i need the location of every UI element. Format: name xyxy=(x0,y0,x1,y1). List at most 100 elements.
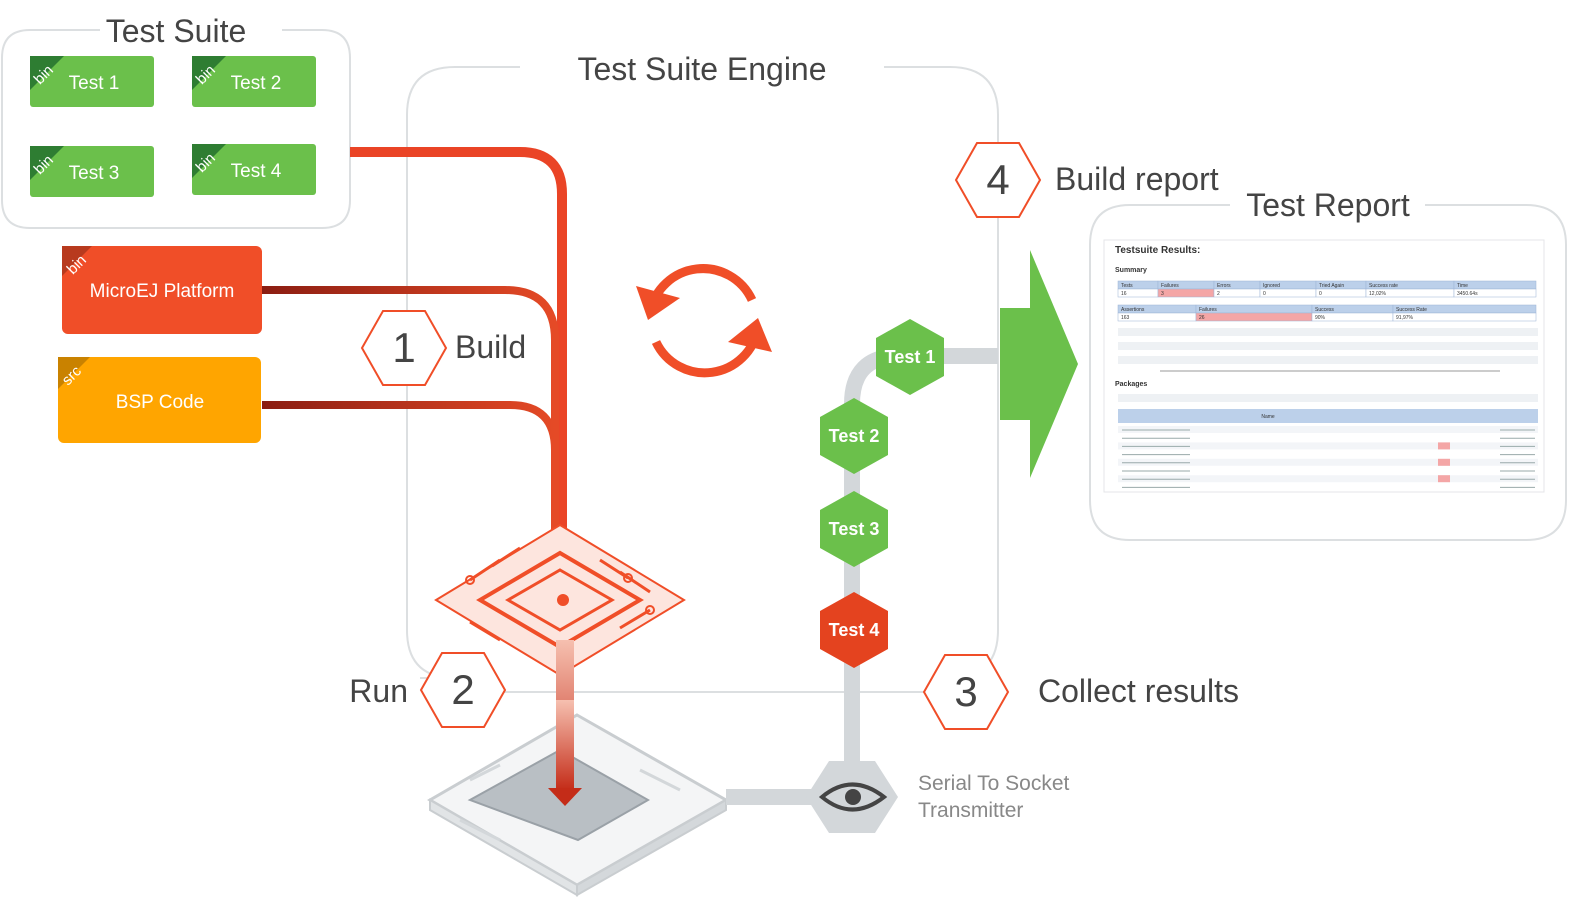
report-title: Test Report xyxy=(1246,187,1410,223)
result-hex: Test 1 xyxy=(876,319,944,395)
report-cell-text: 91,97% xyxy=(1396,315,1414,321)
tag-ribbon xyxy=(30,146,64,180)
step-build: 1 Build xyxy=(360,310,526,386)
step-collect-label: Collect results xyxy=(1038,673,1239,709)
report-cell-text: 90% xyxy=(1315,315,1326,321)
step-collect-number: 3 xyxy=(954,668,977,715)
report-cell xyxy=(1157,288,1215,298)
result-hex-shape xyxy=(820,398,888,474)
report-cell-text: Success xyxy=(1315,307,1334,313)
result-hex: Test 2 xyxy=(820,398,888,474)
report-cell xyxy=(1315,288,1367,298)
tag-ribbon xyxy=(192,56,226,90)
package-row xyxy=(1118,450,1538,458)
report-cell-text: 0 xyxy=(1263,291,1266,297)
report-packages-header: Name xyxy=(1261,414,1275,420)
transmitter-line2: Transmitter xyxy=(918,799,1023,822)
report-cell xyxy=(1259,288,1317,298)
eye-icon xyxy=(818,782,888,812)
report-cell-text: Errors xyxy=(1217,283,1231,289)
report-frame xyxy=(1089,204,1567,541)
report-cell-text: Tests xyxy=(1121,283,1133,289)
test-tile-bg xyxy=(30,146,154,197)
refresh-cycle-icon xyxy=(636,264,772,378)
report-cell-text: 12,02% xyxy=(1369,291,1387,297)
package-row xyxy=(1118,434,1538,442)
report-cell xyxy=(1392,312,1537,322)
report-cell-text: 26 xyxy=(1199,315,1205,321)
test-tile-label: Test 4 xyxy=(231,161,282,182)
step-run-label: Run xyxy=(349,673,408,709)
microej-platform-tile: bin MicroEJ Platform xyxy=(62,246,262,334)
package-rows xyxy=(1118,426,1538,491)
report-packages-label: Packages xyxy=(1115,381,1147,388)
report-summary-label: Summary xyxy=(1115,267,1147,274)
report-cell xyxy=(1213,288,1261,298)
platform-label: MicroEJ Platform xyxy=(90,281,235,302)
result-hex: Test 3 xyxy=(820,491,888,567)
result-hex-shape xyxy=(820,592,888,668)
test-tile-label: Test 1 xyxy=(69,73,120,94)
transmitter-line1: Serial To Socket xyxy=(918,772,1070,795)
report-cell-text: Success Rate xyxy=(1396,307,1427,313)
package-row xyxy=(1118,442,1538,450)
package-row-failure xyxy=(1438,475,1450,483)
step-report-number: 4 xyxy=(986,156,1009,203)
test-tile-bg xyxy=(192,56,316,107)
test-tile-label: Test 3 xyxy=(69,163,120,184)
assert-value-row: 163 26 90% 91,97% xyxy=(1117,312,1537,322)
result-hex-label: Test 1 xyxy=(885,347,936,367)
result-hex-label: Test 3 xyxy=(829,519,880,539)
input-lines xyxy=(262,147,567,530)
step-report: 4 Build report xyxy=(954,142,1219,218)
report-arrow xyxy=(1000,250,1078,478)
target-board-icon xyxy=(427,700,730,897)
transmitter-node: Serial To Socket Transmitter xyxy=(806,761,1070,833)
report-cell-text: Time xyxy=(1457,283,1468,289)
engine-title: Test Suite Engine xyxy=(577,51,826,87)
chip-icon xyxy=(434,523,686,677)
package-row-failure xyxy=(1438,458,1450,466)
result-hex-shape xyxy=(876,319,944,395)
test-tile-bg xyxy=(30,56,154,107)
step-collect: 3 Collect results xyxy=(922,654,1239,730)
report-heading: Testsuite Results: xyxy=(1115,245,1200,256)
report-cell-text: 2 xyxy=(1217,291,1220,297)
report-cell-text: Tried Again xyxy=(1319,283,1344,289)
report-cell xyxy=(1453,288,1537,298)
step-run-number: 2 xyxy=(451,666,474,713)
report-cell-text: 16 xyxy=(1121,291,1127,297)
report-cell xyxy=(1195,312,1313,322)
tag-ribbon xyxy=(30,56,64,90)
report-cell-text: Assertions xyxy=(1121,307,1145,313)
package-row xyxy=(1118,426,1538,433)
result-hex-shape xyxy=(820,491,888,567)
test-suite-frame xyxy=(1,29,351,229)
package-row-failure xyxy=(1438,442,1450,450)
step-run: 2 Run xyxy=(349,652,507,728)
test-tile-bg xyxy=(192,144,316,195)
test-tile-label: Test 2 xyxy=(231,73,282,94)
package-row xyxy=(1118,475,1538,483)
report-cell-text: Failures xyxy=(1161,283,1179,289)
report-cell-text: 3450.64s xyxy=(1457,291,1478,297)
package-row xyxy=(1118,483,1538,491)
report-cell-text: Success rate xyxy=(1369,283,1398,289)
test-suite-title: Test Suite xyxy=(106,13,247,49)
result-hex-label: Test 2 xyxy=(829,426,880,446)
report-cell-text: 0 xyxy=(1319,291,1322,297)
bsp-label: BSP Code xyxy=(116,392,204,413)
report-cell-text: 163 xyxy=(1121,315,1130,321)
step-build-number: 1 xyxy=(392,324,415,371)
step-build-label: Build xyxy=(455,329,526,365)
